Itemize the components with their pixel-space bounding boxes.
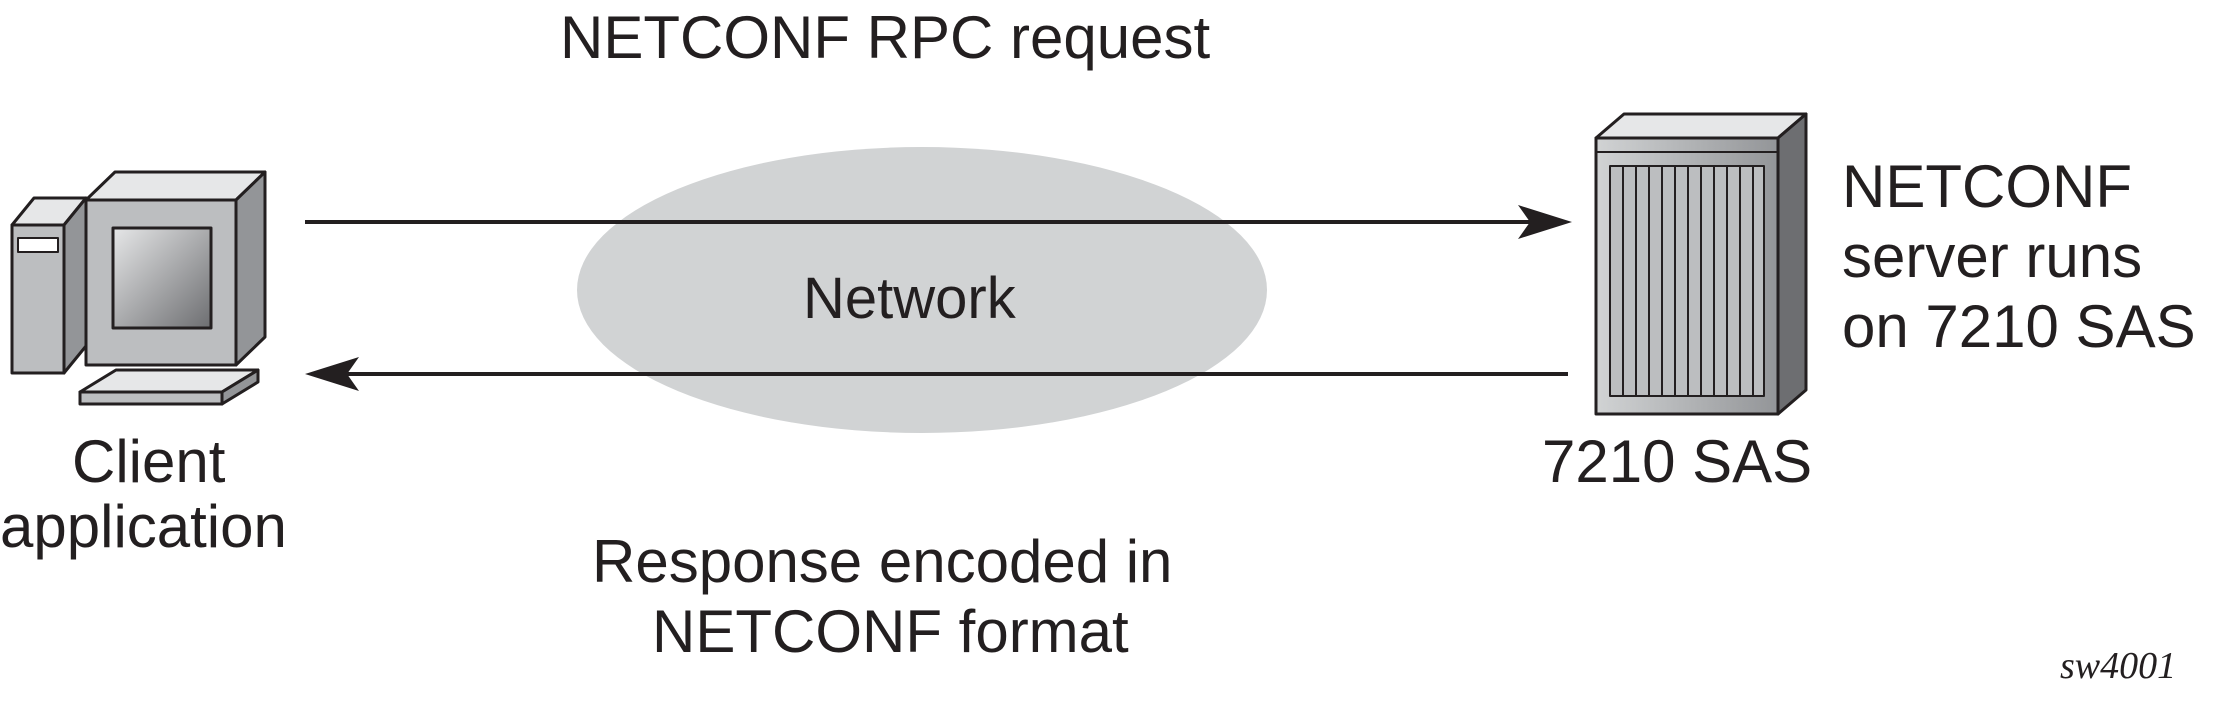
response-label-line-1: Response encoded in [592, 528, 1173, 595]
server-label: 7210 SAS [1542, 428, 1813, 495]
network-label: Network [803, 266, 1016, 331]
server-description-line-2: server runs [1842, 223, 2143, 290]
client-label-line-2: application [0, 493, 287, 560]
router-chassis-icon [1594, 112, 1808, 416]
request-label: NETCONF RPC request [560, 4, 1211, 71]
server-description-line-3: on 7210 SAS [1842, 293, 2196, 360]
response-label-line-2: NETCONF format [652, 598, 1129, 665]
server-description-line-1: NETCONF [1842, 153, 2132, 220]
response-arrow [305, 357, 1568, 391]
client-label-line-1: Client [72, 428, 226, 495]
figure-id: sw4001 [2060, 645, 2177, 687]
computer-icon [10, 170, 267, 406]
request-arrow [305, 205, 1572, 239]
network-cloud [577, 147, 1267, 433]
